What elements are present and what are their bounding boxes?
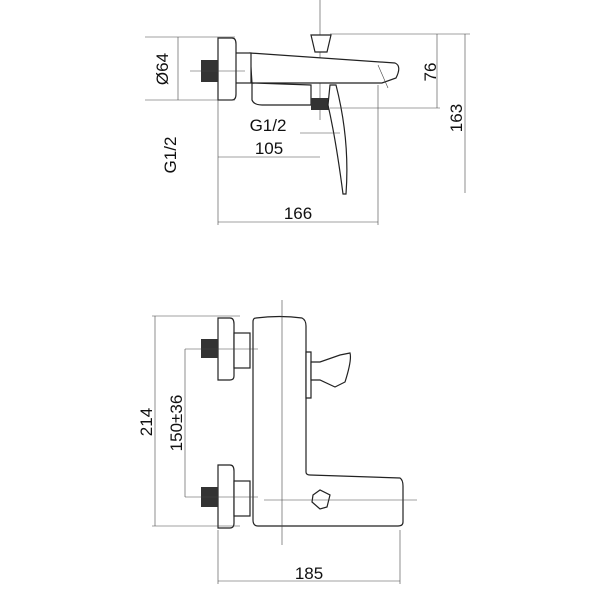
dim-label-76: 76 [421, 63, 440, 82]
eccentric-upper [233, 332, 251, 369]
ring [234, 52, 252, 84]
eccentric-lower [233, 480, 251, 517]
thread-outlet [311, 98, 330, 110]
front-view: 214 150±36 185 [137, 300, 417, 584]
thread-upper [201, 339, 218, 358]
dim-label-185: 185 [295, 564, 323, 583]
body-lower [251, 82, 312, 106]
dim-label-214: 214 [137, 408, 156, 436]
dim-label-163: 163 [447, 104, 466, 132]
thread-label-side: G1/2 [161, 137, 180, 174]
wall-plate-lower [217, 464, 235, 529]
diverter-knob [310, 34, 332, 53]
dim-label-150: 150±36 [167, 395, 186, 452]
side-view: Ø64 76 163 G1/2 G1/2 105 166 [145, 0, 470, 225]
dim-label-diameter: Ø64 [153, 53, 172, 85]
spout [249, 52, 400, 84]
handle-base [305, 351, 312, 399]
thread-label-bottom: G1/2 [250, 116, 287, 135]
handle [310, 352, 352, 388]
mixer-body [252, 315, 404, 527]
dim-label-105: 105 [255, 139, 283, 158]
wall-plate [217, 37, 237, 101]
spout-mark [377, 64, 389, 89]
dim-label-166: 166 [284, 204, 312, 223]
lever [327, 84, 348, 195]
diverter [311, 489, 331, 510]
